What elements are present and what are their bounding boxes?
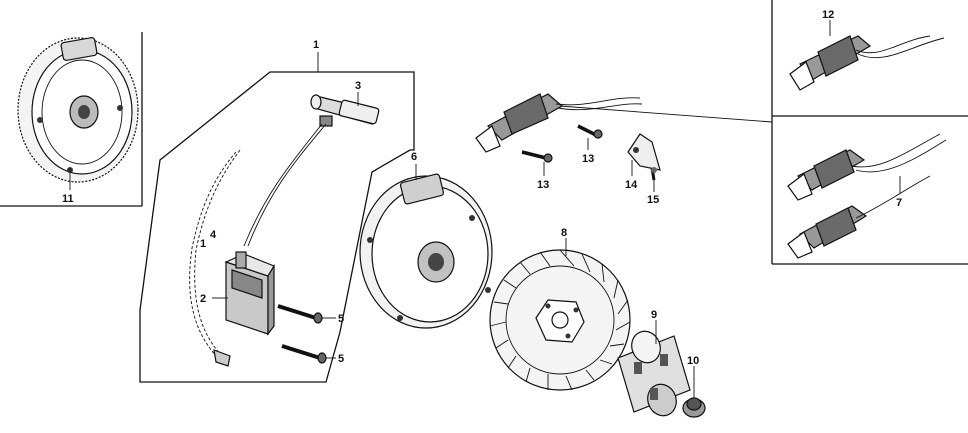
callout-11: 11 [62, 193, 74, 205]
inset-frame-right [771, 0, 968, 265]
callout-1-side: 1 [200, 238, 206, 250]
charge-coil-installed-part [475, 93, 643, 153]
callout-10: 10 [687, 355, 699, 367]
charge-coil-single-part [789, 35, 945, 91]
screw-right-part [577, 124, 603, 139]
bolt-upper-part [277, 304, 323, 324]
callout-5-a: 5 [338, 313, 344, 325]
cooling-fan-part [489, 249, 631, 391]
callout-6: 6 [411, 151, 417, 163]
callout-9: 9 [651, 309, 657, 321]
callout-7: 7 [896, 197, 902, 209]
charge-coil-pair-part [787, 133, 947, 259]
callout-12: 12 [822, 9, 834, 21]
bolt-lower-part [281, 344, 327, 364]
callout-14: 14 [625, 179, 638, 191]
callout-13-b: 13 [537, 179, 549, 191]
callout-5-b: 5 [338, 353, 344, 365]
callout-2: 2 [200, 293, 206, 305]
assembly-bracket [139, 71, 415, 383]
ring-gear-flywheel [17, 37, 139, 183]
flange-nut-part [682, 397, 706, 418]
callout-1-top: 1 [313, 39, 319, 51]
callout-15: 15 [647, 194, 659, 206]
callout-8: 8 [561, 227, 567, 239]
spark-plug-cap-part [310, 94, 380, 127]
small-screw-part [650, 167, 657, 181]
flywheel-part [359, 173, 493, 329]
callout-3: 3 [355, 80, 361, 92]
callout-13-a: 13 [582, 153, 594, 165]
wire-clamp-part [627, 133, 661, 171]
screw-left-part [521, 150, 553, 163]
ignition-coil-part [213, 251, 275, 367]
callout-4: 4 [210, 229, 217, 241]
inset-frame-left [0, 32, 143, 207]
starter-pulley-part [617, 330, 691, 417]
